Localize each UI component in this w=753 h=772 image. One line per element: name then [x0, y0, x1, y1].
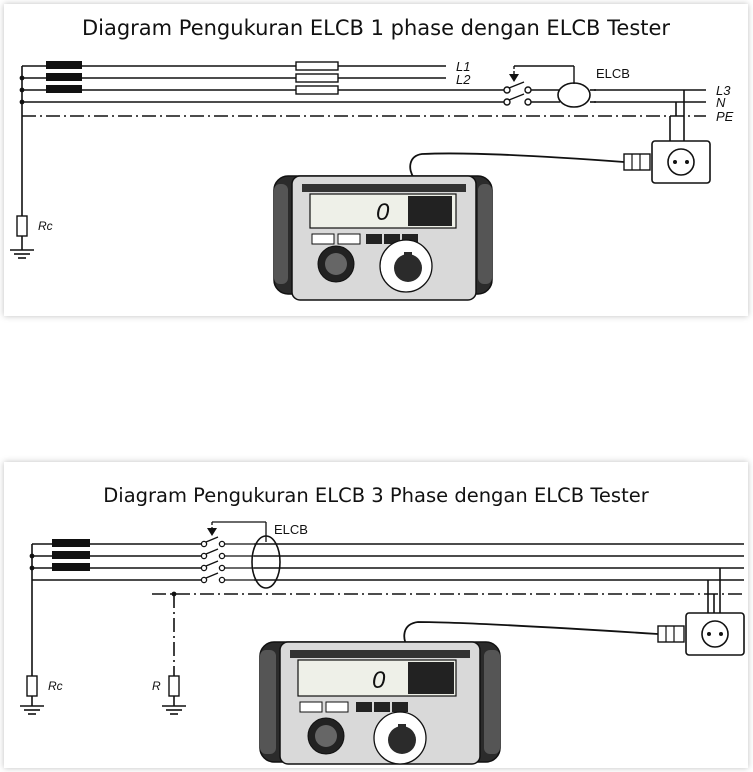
fuse-3	[295, 85, 339, 95]
tester-plug	[623, 153, 651, 171]
tester-cable	[403, 621, 659, 649]
diagram-title: Diagram Pengukuran ELCB 3 Phase dengan E…	[103, 484, 649, 507]
source-coil-3	[46, 85, 82, 93]
ground-symbol	[10, 249, 34, 259]
label-l2: L2	[456, 72, 471, 87]
source-coil-1	[52, 539, 90, 547]
diagram-panel-3phase: Diagram Pengukuran ELCB 3 Phase dengan E…	[4, 462, 748, 768]
elcb-switch	[200, 521, 267, 584]
ground-resistor-1	[26, 675, 38, 697]
wall-socket	[685, 612, 745, 656]
ground-resistor-2	[168, 675, 180, 697]
elcb-core	[251, 535, 281, 589]
label-elcb: ELCB	[274, 522, 308, 537]
source-coil-2	[46, 73, 82, 81]
label-n: N	[716, 95, 726, 110]
fuse-2	[295, 73, 339, 83]
fuse-1	[295, 61, 339, 71]
label-ground-resistor-2: R	[152, 679, 161, 693]
label-elcb: ELCB	[596, 66, 630, 81]
label-ground-resistor: Rc	[38, 219, 53, 233]
label-l1: L1	[456, 59, 470, 74]
diagram-panel-1phase: Diagram Pengukuran ELCB 1 phase dengan E…	[4, 4, 748, 316]
ground-symbol-2	[162, 705, 186, 715]
source-coil-2	[52, 551, 90, 559]
tester-cable	[409, 152, 625, 179]
tester-display-value: 0	[376, 199, 390, 226]
source-coil-3	[52, 563, 90, 571]
diagram-title: Diagram Pengukuran ELCB 1 phase dengan E…	[81, 16, 671, 40]
ground-symbol-1	[20, 705, 44, 715]
label-ground-resistor-1: Rc	[48, 679, 63, 693]
wall-socket	[651, 140, 711, 184]
tester-plug	[657, 625, 685, 643]
ground-resistor	[16, 215, 28, 237]
label-l3: L3	[716, 83, 731, 98]
wiring-diagram-1phase: L1 L2 L3 N PE ELCB Rc	[10, 59, 734, 301]
tester-display-value: 0	[372, 667, 386, 694]
wiring-diagram-3phase: ELCB Rc R	[20, 521, 745, 765]
elcb-core	[557, 82, 591, 108]
label-pe: PE	[716, 109, 734, 124]
elcb-tester: 0	[259, 641, 501, 765]
source-coil-1	[46, 61, 82, 69]
elcb-tester: 0	[273, 175, 493, 301]
